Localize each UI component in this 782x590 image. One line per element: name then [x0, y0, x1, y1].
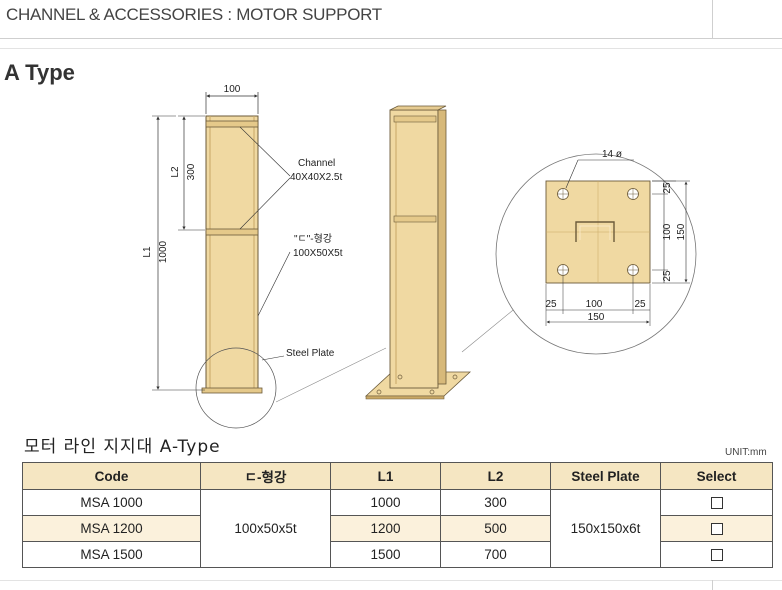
hole-label: 14 ø [602, 149, 622, 160]
cell-code: MSA 1200 [22, 515, 201, 542]
page-title: CHANNEL & ACCESSORIES : MOTOR SUPPORT [6, 5, 382, 24]
dim-l1-value: 1000 [158, 240, 169, 263]
plate-dim-bottom: 25 [662, 270, 673, 282]
cell-l2: 700 [440, 541, 551, 568]
cell-l1: 1000 [330, 489, 441, 516]
unit-label: UNIT:mm [725, 447, 767, 458]
cell-code: MSA 1500 [22, 541, 201, 568]
table-row: MSA 1000 100x50x5t 1000 300 150x150x6t [22, 489, 773, 568]
spec-table: Code ㄷ-형강 L1 L2 Steel Plate Select MSA 1… [22, 462, 773, 568]
page-header: CHANNEL & ACCESSORIES : MOTOR SUPPORT [0, 0, 782, 39]
table-row: MSA 1200 1200 500 [22, 515, 773, 542]
front-view: 100 L2 300 L1 1000 Channel 40X40X2.5t "ㄷ… [142, 84, 343, 429]
section-title: A Type [4, 60, 75, 85]
header-beam: ㄷ-형강 [200, 462, 331, 490]
divider [0, 48, 782, 49]
header-steel-plate: Steel Plate [550, 462, 661, 490]
dim-l2-value: 300 [186, 163, 197, 180]
footer-tick [712, 580, 713, 590]
header-l1: L1 [330, 462, 441, 490]
plate-dim-right: 25 [634, 299, 646, 310]
table-title: 모터 라인 지지대 A-Type [24, 437, 221, 457]
plate-dim-overall: 150 [676, 223, 687, 240]
header-l2: L2 [440, 462, 551, 490]
cell-beam: 100x50x5t [200, 489, 331, 568]
select-checkbox[interactable] [710, 523, 723, 536]
beam-label: "ㄷ"-형강 [294, 233, 332, 245]
cell-l1: 1200 [330, 515, 441, 542]
plate-label: Steel Plate [286, 348, 335, 359]
channel-size: 40X40X2.5t [290, 172, 342, 183]
beam-size: 100X50X5t [293, 248, 343, 259]
technical-drawing: 100 L2 300 L1 1000 Channel 40X40X2.5t "ㄷ… [142, 84, 697, 429]
plate-dim-center: 100 [586, 299, 603, 310]
plate-dim-middle: 100 [662, 223, 673, 240]
cell-steel-plate: 150x150x6t [550, 489, 661, 568]
select-checkbox[interactable] [710, 549, 723, 562]
plate-dim-left: 25 [545, 299, 557, 310]
header-select: Select [660, 462, 773, 490]
table-row: MSA 1500 1500 700 [22, 541, 773, 568]
channel-label: Channel [298, 158, 335, 169]
cell-code: MSA 1000 [22, 489, 201, 516]
plate-dim-top: 25 [662, 182, 673, 194]
select-checkbox[interactable] [710, 497, 723, 510]
cell-select [660, 489, 773, 516]
dim-l2-label: L2 [170, 166, 181, 178]
header-divider [712, 0, 713, 38]
plate-detail: 14 ø 25 100 25 150 25 100 25 150 [495, 149, 697, 355]
cell-select [660, 515, 773, 542]
cell-l2: 300 [440, 489, 551, 516]
header-code: Code [22, 462, 201, 490]
table-header-row: Code ㄷ-형강 L1 L2 Steel Plate Select [22, 462, 773, 490]
plate-dim-width: 150 [588, 312, 605, 323]
footer-divider [0, 580, 782, 581]
isometric-view [364, 105, 472, 400]
cell-l2: 500 [440, 515, 551, 542]
cell-select [660, 541, 773, 568]
cell-l1: 1500 [330, 541, 441, 568]
dim-l1-label: L1 [142, 246, 153, 258]
dim-width: 100 [224, 84, 241, 95]
